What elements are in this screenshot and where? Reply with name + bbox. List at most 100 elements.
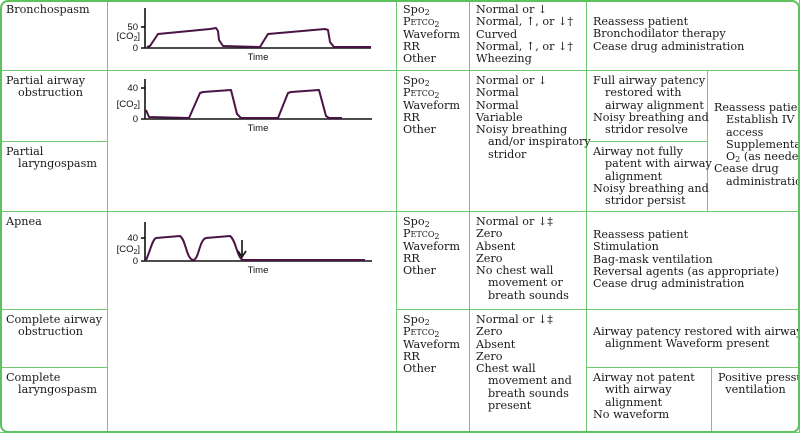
capnogram-bronchospasm: 50 [CO2] 0 Time	[117, 8, 371, 63]
values-complete: Normal or ↓‡ Zero Absent Zero Chest wall…	[470, 310, 587, 433]
action: stridor persist	[605, 194, 686, 208]
action: Full airway patency	[593, 74, 706, 87]
value: Chest wall	[476, 362, 536, 376]
value: stridor	[488, 147, 527, 161]
x-axis-label: Time	[248, 123, 269, 134]
y-tick-label: 40	[127, 83, 138, 94]
value: Normal	[476, 86, 519, 100]
action: access	[726, 125, 764, 139]
y-tick-label: 0	[133, 114, 138, 125]
param-spo2: Spo2	[403, 313, 430, 327]
action: No waveform	[593, 407, 670, 421]
param-waveform: Waveform	[403, 239, 460, 253]
x-axis-label: Time	[248, 265, 269, 276]
params-partial: Spo2 Petco2 Waveform RR Other	[397, 71, 470, 212]
condition-label: obstruction	[18, 86, 83, 100]
action-positive-pressure: Positive pressure ventilation	[712, 368, 800, 433]
action: stridor resolve	[605, 123, 688, 137]
action: with airway	[605, 383, 672, 397]
value: Zero	[476, 227, 503, 241]
value: Normal	[476, 98, 519, 112]
action: Stimulation	[593, 240, 659, 254]
condition-label: laryngospasm	[18, 383, 97, 397]
value: Absent	[476, 337, 516, 351]
y-tick-label: 40	[127, 233, 138, 244]
action-complete-restored: Airway patency restored with airway alig…	[587, 310, 800, 368]
action: Airway patency restored with airway	[593, 325, 800, 338]
action: Reassess patient	[593, 228, 689, 241]
action: restored with	[605, 86, 682, 100]
x-axis-label: Time	[248, 52, 269, 63]
y-tick-label: 0	[133, 256, 138, 267]
y-axis-label: [CO2]	[117, 244, 140, 256]
condition-label: Complete	[6, 371, 61, 384]
param-other: Other	[403, 123, 436, 137]
y-tick-label: 50	[127, 22, 138, 33]
param-other: Other	[403, 362, 436, 376]
actions-apnea: Reassess patient Stimulation Bag-mask ve…	[587, 212, 800, 310]
value: Absent	[476, 239, 516, 253]
condition-partial-laryngospasm: Partial laryngospasm	[0, 142, 108, 212]
action: patent with airway	[605, 157, 712, 171]
value: Normal or ↓‡	[476, 215, 553, 228]
action: Reassess patient	[593, 15, 689, 28]
condition-label: Bronchospasm	[6, 3, 90, 16]
waveform-trace	[146, 27, 371, 48]
waveform-cell-bronchospasm	[108, 0, 397, 71]
condition-apnea: Apnea	[0, 212, 108, 310]
action: Cease drug	[714, 162, 779, 176]
condition-label: laryngospasm	[18, 157, 97, 171]
value: Zero	[476, 325, 503, 339]
param-other: Other	[403, 264, 436, 278]
action-partial-resolved: Full airway patency restored with airway…	[587, 71, 709, 142]
action: Cease drug administration	[593, 277, 745, 291]
action-partial-persist: Airway not fully patent with airway alig…	[587, 142, 712, 212]
capnogram-apnea: 40 [CO2] 0 Time	[117, 222, 372, 276]
value: No chest wall	[476, 264, 554, 278]
action: Bronchodilator therapy	[593, 27, 726, 41]
action: Establish IV	[726, 113, 795, 127]
action: Positive pressure	[718, 371, 800, 384]
value: Zero	[476, 349, 503, 363]
param-rr: RR	[403, 251, 420, 265]
param-waveform: Waveform	[403, 27, 460, 41]
action: alignment Waveform present	[605, 337, 770, 351]
action: administration	[726, 174, 800, 188]
values-bronchospasm: Normal or ↓ Normal, ↑, or ↓† Curved Norm…	[470, 0, 587, 71]
actions-partial-shared: Reassess patient Establish IV access Sup…	[708, 71, 800, 212]
param-waveform: Waveform	[403, 98, 460, 112]
condition-bronchospasm: Bronchospasm	[0, 0, 108, 71]
param-other: Other	[403, 52, 436, 66]
action: Reversal agents (as appropriate)	[593, 264, 779, 278]
param-rr: RR	[403, 349, 420, 363]
action: Supplemental	[726, 137, 800, 151]
y-tick-label: 0	[133, 43, 138, 54]
values-partial: Normal or ↓ Normal Normal Variable Noisy…	[470, 71, 591, 212]
values-apnea: Normal or ↓‡ Zero Absent Zero No chest w…	[470, 212, 587, 310]
condition-label: Apnea	[6, 215, 42, 228]
waveform-cell-partial	[108, 71, 397, 212]
param-petco2: Petco2	[403, 86, 440, 101]
value: Normal or ↓‡	[476, 313, 553, 326]
action: Reassess patient	[714, 101, 800, 114]
y-axis-label: [CO2]	[117, 31, 140, 43]
condition-partial-airway-obstruction: Partial airway obstruction	[0, 71, 108, 142]
action: alignment	[605, 169, 663, 183]
params-apnea: Spo2 Petco2 Waveform RR Other	[397, 212, 470, 310]
value: Normal, ↑, or ↓†	[476, 39, 573, 53]
y-axis-label: [CO2]	[117, 99, 140, 111]
action: Noisy breathing and	[593, 181, 709, 195]
value: and/or inspiratory	[488, 135, 591, 149]
arrow-down-icon	[237, 240, 247, 259]
param-rr: RR	[403, 39, 420, 53]
param-petco2: Petco2	[403, 325, 440, 340]
condition-label: Partial airway	[6, 74, 86, 87]
value: Normal or ↓	[476, 74, 548, 87]
param-waveform: Waveform	[403, 337, 460, 351]
value: Zero	[476, 251, 503, 265]
action: airway alignment	[605, 98, 704, 112]
action: Airway not fully	[593, 145, 683, 158]
param-rr: RR	[403, 110, 420, 124]
